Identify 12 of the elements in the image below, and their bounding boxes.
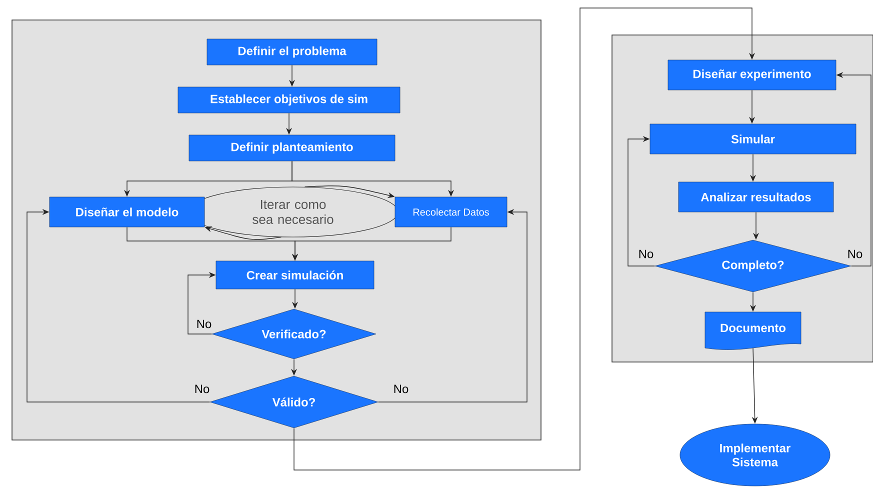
- process-box: Analizar resultados: [678, 182, 834, 212]
- arrow: [26, 208, 210, 402]
- process-box: Diseñar el modelo: [49, 196, 205, 228]
- process-box: Establecer objetivos de sim: [178, 86, 400, 114]
- arrow: [628, 136, 656, 266]
- process-box: Simular: [650, 124, 856, 154]
- process-box: Diseñar experimento: [668, 60, 836, 90]
- process-box: Definir planteamiento: [188, 134, 396, 162]
- process-box: Recolectar Datos: [394, 196, 508, 228]
- process-box: Crear simulación: [216, 260, 374, 290]
- arrow: [294, 8, 756, 470]
- process-box: Definir el problema: [206, 38, 378, 66]
